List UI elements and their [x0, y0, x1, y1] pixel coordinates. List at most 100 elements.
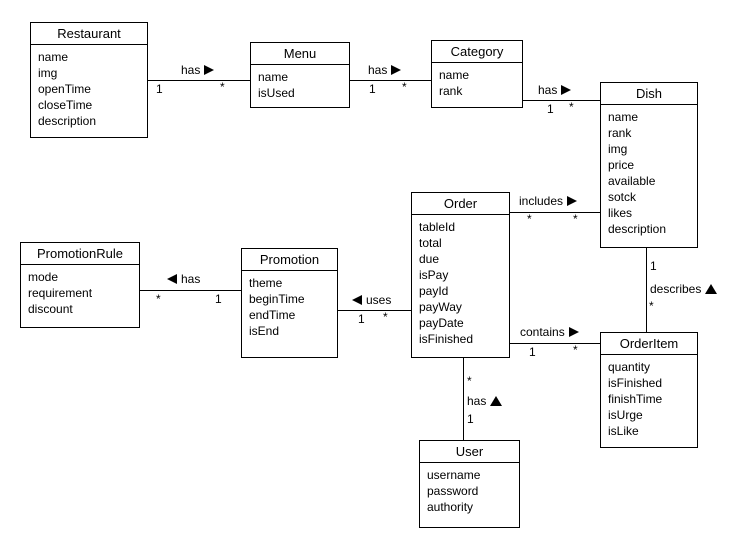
arrow-left-icon [167, 274, 177, 284]
attribute-username: username [427, 468, 481, 482]
association-label-order-contains-orderitem: contains [520, 325, 579, 339]
association-label-order-uses-promotion: uses [352, 293, 391, 307]
association-label-text: has [467, 394, 487, 408]
attribute-theme: theme [249, 276, 283, 290]
association-line-order-contains-orderitem [510, 343, 600, 344]
association-label-menu-has-category: has [368, 63, 402, 77]
attribute-isFinished: isFinished [419, 332, 474, 346]
association-label-text: has [538, 83, 558, 97]
association-label-user-has-order: has [467, 394, 503, 408]
multiplicity-order-uses-promotion-1: * [383, 310, 388, 324]
association-label-text: uses [366, 293, 392, 307]
multiplicity-promotion-has-promotionrule-1: 1 [215, 292, 222, 306]
attribute-rank: rank [439, 84, 463, 98]
multiplicity-orderitem-describes-dish-1: * [649, 299, 654, 313]
attribute-name: name [38, 50, 69, 64]
attribute-likes: likes [608, 206, 633, 220]
class-attribute-list: mode requirement discount [21, 265, 139, 317]
attribute-description: description [38, 114, 97, 128]
class-box-promotion-rule[interactable]: PromotionRule mode requirement discount [20, 242, 140, 328]
class-attribute-list: name rank [432, 63, 522, 99]
attribute-mode: mode [28, 270, 59, 284]
arrow-right-icon [567, 196, 578, 206]
association-line-promotion-has-promotionrule [140, 290, 241, 291]
multiplicity-orderitem-describes-dish-0: 1 [650, 259, 657, 273]
multiplicity-restaurant-has-menu-1: * [220, 80, 225, 94]
attribute-name: name [608, 110, 639, 124]
attribute-requirement: requirement [28, 286, 93, 300]
attribute-due: due [419, 252, 440, 266]
arrow-right-icon [391, 65, 402, 75]
association-label-promotion-has-promotionrule: has [167, 272, 200, 286]
association-line-order-includes-dish [510, 212, 600, 213]
attribute-total: total [419, 236, 442, 250]
association-line-user-has-order [463, 358, 464, 440]
association-label-restaurant-has-menu: has [181, 63, 215, 77]
attribute-payId: payId [419, 284, 449, 298]
attribute-finishTime: finishTime [608, 392, 663, 406]
association-line-restaurant-has-menu [148, 80, 250, 81]
association-label-orderitem-describes-dish: describes [650, 282, 718, 296]
class-title-menu: Menu [251, 43, 349, 65]
attribute-beginTime: beginTime [249, 292, 305, 306]
association-label-text: has [368, 63, 388, 77]
multiplicity-order-includes-dish-1: * [573, 212, 578, 226]
multiplicity-category-has-dish-1: * [569, 100, 574, 114]
class-title-promotion: Promotion [242, 249, 337, 271]
class-title-order-item: OrderItem [601, 333, 697, 355]
association-label-text: has [181, 272, 201, 286]
class-title-dish: Dish [601, 83, 697, 105]
association-label-category-has-dish: has [538, 83, 572, 97]
attribute-sotck: sotck [608, 190, 637, 204]
attribute-isLike: isLike [608, 424, 639, 438]
association-label-text: describes [650, 282, 702, 296]
attribute-isFinished: isFinished [608, 376, 663, 390]
attribute-isUrge: isUrge [608, 408, 643, 422]
association-label-order-includes-dish: includes [519, 194, 578, 208]
multiplicity-category-has-dish-0: 1 [547, 102, 554, 116]
class-title-order: Order [412, 193, 509, 215]
association-line-order-uses-promotion [338, 310, 411, 311]
arrow-right-icon [561, 85, 572, 95]
multiplicity-restaurant-has-menu-0: 1 [156, 82, 163, 96]
multiplicity-order-contains-orderitem-0: 1 [529, 345, 536, 359]
association-label-text: has [181, 63, 201, 77]
class-title-promotion-rule: PromotionRule [21, 243, 139, 265]
arrow-left-icon [352, 295, 362, 305]
attribute-discount: discount [28, 302, 73, 316]
multiplicity-menu-has-category-1: * [402, 80, 407, 94]
arrow-right-icon [204, 65, 215, 75]
arrow-up-icon [705, 284, 718, 294]
association-line-orderitem-describes-dish [646, 248, 647, 332]
association-line-menu-has-category [350, 80, 431, 81]
attribute-authority: authority [427, 500, 474, 514]
association-label-text: contains [520, 325, 565, 339]
attribute-name: name [258, 70, 289, 84]
class-title-restaurant: Restaurant [31, 23, 147, 45]
attribute-rank: rank [608, 126, 632, 140]
multiplicity-order-includes-dish-0: * [527, 212, 532, 226]
attribute-payDate: payDate [419, 316, 464, 330]
class-title-user: User [420, 441, 519, 463]
multiplicity-menu-has-category-0: 1 [369, 82, 376, 96]
attribute-name: name [439, 68, 470, 82]
attribute-img: img [608, 142, 628, 156]
class-box-category[interactable]: Category name rank [431, 40, 523, 108]
class-title-category: Category [432, 41, 522, 63]
attribute-payWay: payWay [419, 300, 462, 314]
class-box-menu[interactable]: Menu name isUsed [250, 42, 350, 108]
attribute-isUsed: isUsed [258, 86, 295, 100]
association-line-category-has-dish [523, 100, 600, 101]
attribute-isPay: isPay [419, 268, 449, 282]
multiplicity-order-contains-orderitem-1: * [573, 343, 578, 357]
